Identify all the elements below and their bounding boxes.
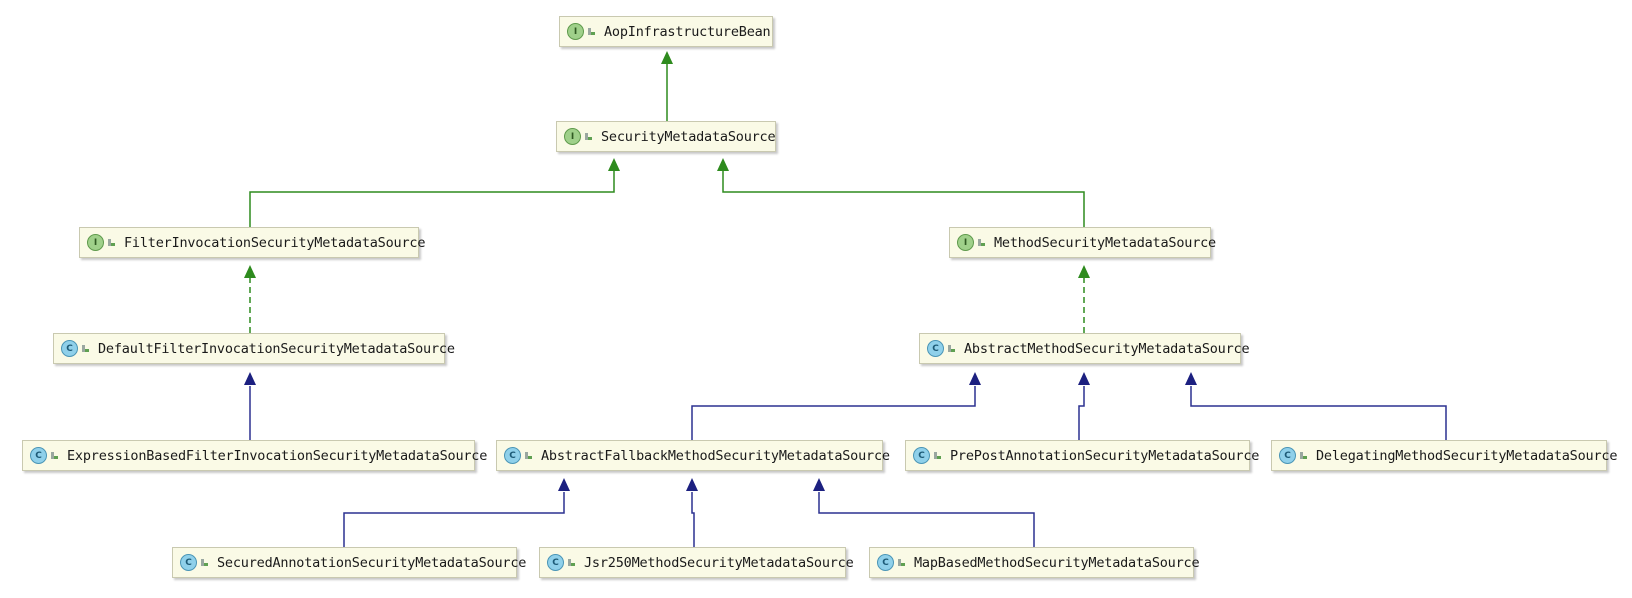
visibility-icon bbox=[108, 239, 115, 246]
arrowhead bbox=[558, 478, 570, 491]
arrowhead bbox=[1078, 265, 1090, 278]
node-label: Jsr250MethodSecurityMetadataSource bbox=[584, 554, 854, 571]
arrowhead bbox=[1078, 372, 1090, 385]
visibility-icon bbox=[525, 452, 532, 459]
node-label: MapBasedMethodSecurityMetadataSource bbox=[914, 554, 1200, 571]
node-label: SecurityMetadataSource bbox=[601, 128, 776, 145]
node-label: AbstractMethodSecurityMetadataSource bbox=[964, 340, 1250, 357]
arrowhead bbox=[813, 478, 825, 491]
node-security-metadata-source[interactable]: I SecurityMetadataSource bbox=[556, 121, 776, 152]
edge-methodsecurity-to-security bbox=[722, 171, 1085, 227]
node-label: ExpressionBasedFilterInvocationSecurityM… bbox=[67, 447, 488, 464]
edge-filterinvocation-to-security bbox=[249, 171, 615, 227]
class-icon: C bbox=[504, 447, 521, 464]
visibility-icon bbox=[588, 28, 595, 35]
node-map-based-method-security-metadata-source[interactable]: C MapBasedMethodSecurityMetadataSource bbox=[869, 547, 1200, 578]
edge-jsr250-to-abstractfallback bbox=[691, 492, 695, 547]
visibility-icon bbox=[82, 345, 89, 352]
class-icon: C bbox=[1279, 447, 1296, 464]
class-icon: C bbox=[927, 340, 944, 357]
visibility-icon bbox=[201, 559, 208, 566]
class-icon: C bbox=[61, 340, 78, 357]
node-abstract-method-security-metadata-source[interactable]: C AbstractMethodSecurityMetadataSource bbox=[919, 333, 1250, 364]
interface-icon: I bbox=[87, 234, 104, 251]
node-label: MethodSecurityMetadataSource bbox=[994, 234, 1216, 251]
node-pre-post-annotation-security-metadata-source[interactable]: C PrePostAnnotationSecurityMetadataSourc… bbox=[905, 440, 1259, 471]
edge-prepost-to-abstractmethod bbox=[1078, 386, 1085, 440]
node-label: PrePostAnnotationSecurityMetadataSource bbox=[950, 447, 1260, 464]
node-label: FilterInvocationSecurityMetadataSource bbox=[124, 234, 426, 251]
edge-delegating-to-abstractmethod bbox=[1190, 386, 1447, 440]
visibility-icon bbox=[978, 239, 985, 246]
node-abstract-fallback-method-security-metadata-source[interactable]: C AbstractFallbackMethodSecurityMetadata… bbox=[496, 440, 890, 471]
node-jsr250-method-security-metadata-source[interactable]: C Jsr250MethodSecurityMetadataSource bbox=[539, 547, 854, 578]
interface-icon: I bbox=[564, 128, 581, 145]
visibility-icon bbox=[585, 133, 592, 140]
interface-icon: I bbox=[957, 234, 974, 251]
node-label: SecuredAnnotationSecurityMetadataSource bbox=[217, 554, 527, 571]
interface-icon: I bbox=[567, 23, 584, 40]
visibility-icon bbox=[51, 452, 58, 459]
node-method-security-metadata-source[interactable]: I MethodSecurityMetadataSource bbox=[949, 227, 1216, 258]
edge-abstractfallback-to-abstractmethod bbox=[691, 386, 976, 440]
class-icon: C bbox=[877, 554, 894, 571]
visibility-icon bbox=[948, 345, 955, 352]
arrowhead bbox=[1185, 372, 1197, 385]
node-label: AbstractFallbackMethodSecurityMetadataSo… bbox=[541, 447, 890, 464]
arrowhead bbox=[717, 158, 729, 171]
arrowhead bbox=[244, 372, 256, 385]
arrowhead bbox=[608, 158, 620, 171]
visibility-icon bbox=[898, 559, 905, 566]
node-filter-invocation-security-metadata-source[interactable]: I FilterInvocationSecurityMetadataSource bbox=[79, 227, 425, 258]
visibility-icon bbox=[568, 559, 575, 566]
arrowhead bbox=[969, 372, 981, 385]
arrowhead bbox=[244, 265, 256, 278]
arrowhead bbox=[686, 478, 698, 491]
node-label: DelegatingMethodSecurityMetadataSource bbox=[1316, 447, 1618, 464]
arrowhead bbox=[661, 51, 673, 64]
class-icon: C bbox=[30, 447, 47, 464]
node-secured-annotation-security-metadata-source[interactable]: C SecuredAnnotationSecurityMetadataSourc… bbox=[172, 547, 526, 578]
node-label: AopInfrastructureBean bbox=[604, 23, 771, 40]
node-delegating-method-security-metadata-source[interactable]: C DelegatingMethodSecurityMetadataSource bbox=[1271, 440, 1617, 471]
edge-mapbased-to-abstractfallback bbox=[818, 492, 1035, 547]
node-default-filter-invocation-security-metadata-source[interactable]: C DefaultFilterInvocationSecurityMetadat… bbox=[53, 333, 455, 364]
node-label: DefaultFilterInvocationSecurityMetadataS… bbox=[98, 340, 455, 357]
node-expression-based-filter-invocation-security-metadata-source[interactable]: C ExpressionBasedFilterInvocationSecurit… bbox=[22, 440, 487, 471]
class-icon: C bbox=[913, 447, 930, 464]
node-aop-infrastructure-bean[interactable]: I AopInfrastructureBean bbox=[559, 16, 773, 47]
visibility-icon bbox=[934, 452, 941, 459]
edge-secured-to-abstractfallback bbox=[343, 492, 565, 547]
visibility-icon bbox=[1300, 452, 1307, 459]
class-icon: C bbox=[180, 554, 197, 571]
class-icon: C bbox=[547, 554, 564, 571]
